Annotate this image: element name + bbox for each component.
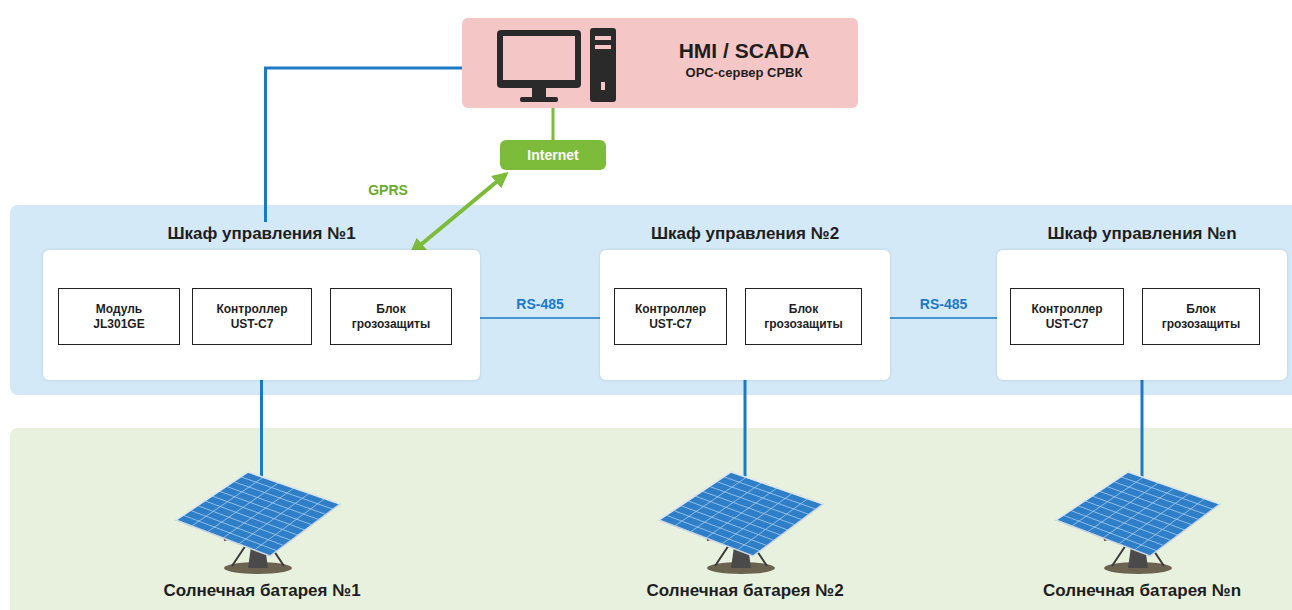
device-box: Блок грозозащиты xyxy=(1142,288,1260,345)
panel-surface xyxy=(659,472,823,556)
computer-icon xyxy=(492,26,622,106)
device-name: Контроллер UST-C7 xyxy=(635,302,706,332)
control-cabinet: Шкаф управления №2 Контроллер UST-C7 Блок … xyxy=(600,222,890,380)
panel-cell-grid xyxy=(183,477,333,551)
panel-cell-grid xyxy=(666,477,816,551)
device-box: Блок грозозащиты xyxy=(330,288,452,345)
pc-tower xyxy=(590,28,616,102)
monitor-neck xyxy=(532,88,546,97)
monitor-foot xyxy=(520,97,558,102)
panel-name: Солнечная батарея №2 xyxy=(619,580,871,602)
solar-panel: Солнечная батарея №n xyxy=(1016,470,1268,605)
bus-label: RS-485 xyxy=(920,296,967,312)
tower-slot xyxy=(595,45,611,49)
system-title: HMI / SCADA xyxy=(634,38,854,64)
device-name: Контроллер UST-C7 xyxy=(1031,302,1102,332)
cable-line xyxy=(480,317,600,319)
internet-link xyxy=(552,108,555,140)
panel-glint xyxy=(1056,472,1220,520)
cable-line xyxy=(890,317,997,319)
device-name: Модуль JL301GE xyxy=(93,302,144,332)
server-name: OPC-сервер СРВК xyxy=(634,64,854,82)
control-cabinet: Шкаф управления №n Контроллер UST-C7 Блок … xyxy=(997,222,1287,380)
device-box: Модуль JL301GE xyxy=(58,288,180,345)
device-name: Контроллер UST-C7 xyxy=(216,302,287,332)
cable-line xyxy=(744,380,747,492)
monitor-frame xyxy=(497,30,581,88)
solar-panel-icon xyxy=(619,470,859,578)
cabinet-title: Шкаф управления №1 xyxy=(43,222,480,250)
tower-button xyxy=(601,82,605,90)
panel-cell-grid xyxy=(1063,477,1213,551)
device-box: Контроллер UST-C7 xyxy=(614,288,727,345)
solar-panel: Солнечная батарея №2 xyxy=(619,470,871,605)
scada-labels: HMI / SCADAOPC-сервер СРВК xyxy=(634,38,854,82)
bus-label: RS-485 xyxy=(516,296,563,312)
cable-line xyxy=(260,380,263,492)
device-box: Контроллер UST-C7 xyxy=(192,288,312,345)
solar-panel-icon xyxy=(136,470,376,578)
panel-glint xyxy=(176,472,340,520)
device-box: Контроллер UST-C7 xyxy=(1010,288,1124,345)
control-cabinet: Шкаф управления №1 Модуль JL301GE Контролл… xyxy=(43,222,480,380)
internet-box: Internet xyxy=(500,140,606,170)
panel-name: Солнечная батарея №n xyxy=(1016,580,1268,602)
cabinet-title: Шкаф управления №n xyxy=(997,222,1287,250)
panel-glint xyxy=(659,472,823,520)
network-name: Internet xyxy=(527,147,578,163)
link-label: GPRS xyxy=(368,182,408,198)
device-box: Блок грозозащиты xyxy=(745,288,862,345)
monitor-screen xyxy=(503,36,575,80)
tower-slot xyxy=(595,36,611,40)
solar-panel-icon xyxy=(1016,470,1256,578)
panel-surface xyxy=(176,472,340,556)
scada-box: HMI / SCADAOPC-сервер СРВК xyxy=(462,18,858,108)
device-name: Блок грозозащиты xyxy=(764,302,842,332)
panel-name: Солнечная батарея №1 xyxy=(136,580,388,602)
cable-line xyxy=(266,68,463,222)
cable-line xyxy=(1141,380,1144,492)
cabinet-title: Шкаф управления №2 xyxy=(600,222,890,250)
device-name: Блок грозозащиты xyxy=(352,302,430,332)
gprs-link xyxy=(412,174,506,252)
panel-surface xyxy=(1056,472,1220,556)
device-name: Блок грозозащиты xyxy=(1162,302,1240,332)
solar-panel: Солнечная батарея №1 xyxy=(136,470,388,605)
